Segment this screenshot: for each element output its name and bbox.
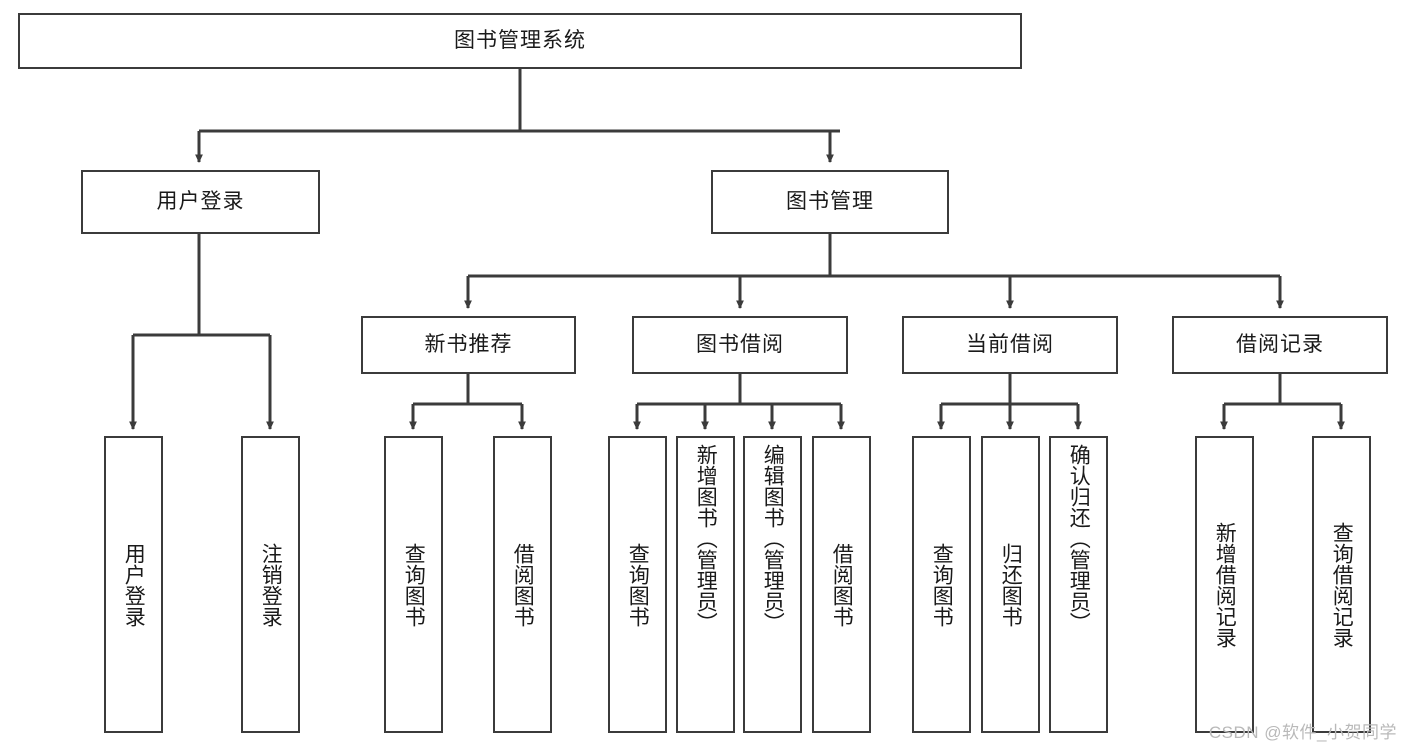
node-leaf-borrow-book-1-label: 借阅图书 xyxy=(511,542,535,627)
node-leaf-query-record-label: 查询借阅记录 xyxy=(1330,521,1354,648)
node-leaf-user-login-label: 用户登录 xyxy=(122,542,146,627)
node-leaf-add-record-label: 新增借阅记录 xyxy=(1213,521,1237,648)
node-leaf-borrow-book-1[interactable]: 借阅图书 xyxy=(493,436,552,733)
node-leaf-add-record[interactable]: 新增借阅记录 xyxy=(1195,436,1254,733)
node-new-book-recommend-label: 新书推荐 xyxy=(424,333,513,357)
node-leaf-query-book-2[interactable]: 查询图书 xyxy=(608,436,667,733)
node-leaf-return-book-label: 归还图书 xyxy=(999,542,1023,627)
node-root[interactable]: 图书管理系统 xyxy=(18,13,1022,69)
node-book-borrow-label: 图书借阅 xyxy=(696,333,784,357)
node-book-borrow[interactable]: 图书借阅 xyxy=(632,316,848,374)
node-leaf-confirm-return-label: 确认归还（管理员） xyxy=(1067,444,1091,633)
node-leaf-borrow-book-2[interactable]: 借阅图书 xyxy=(812,436,871,733)
node-current-borrow-label: 当前借阅 xyxy=(966,333,1054,357)
node-leaf-query-book-2-label: 查询图书 xyxy=(626,542,650,627)
node-leaf-logout[interactable]: 注销登录 xyxy=(241,436,300,733)
node-leaf-query-book-1[interactable]: 查询图书 xyxy=(384,436,443,733)
node-leaf-confirm-return[interactable]: 确认归还（管理员） xyxy=(1049,436,1108,733)
node-leaf-query-record[interactable]: 查询借阅记录 xyxy=(1312,436,1371,733)
node-borrow-record[interactable]: 借阅记录 xyxy=(1172,316,1388,374)
node-borrow-record-label: 借阅记录 xyxy=(1236,333,1324,357)
node-leaf-add-book[interactable]: 新增图书（管理员） xyxy=(676,436,735,733)
node-book-management-label: 图书管理 xyxy=(786,190,874,214)
node-leaf-return-book[interactable]: 归还图书 xyxy=(981,436,1040,733)
node-root-label: 图书管理系统 xyxy=(454,29,586,53)
node-user-login[interactable]: 用户登录 xyxy=(81,170,320,234)
node-leaf-user-login[interactable]: 用户登录 xyxy=(104,436,163,733)
node-leaf-edit-book[interactable]: 编辑图书（管理员） xyxy=(743,436,802,733)
node-leaf-query-book-3-label: 查询图书 xyxy=(930,542,954,627)
node-book-management[interactable]: 图书管理 xyxy=(711,170,949,234)
node-user-login-label: 用户登录 xyxy=(156,190,245,214)
node-leaf-query-book-1-label: 查询图书 xyxy=(402,542,426,627)
node-current-borrow[interactable]: 当前借阅 xyxy=(902,316,1118,374)
node-leaf-add-book-label: 新增图书（管理员） xyxy=(694,444,718,633)
node-new-book-recommend[interactable]: 新书推荐 xyxy=(361,316,576,374)
node-leaf-borrow-book-2-label: 借阅图书 xyxy=(830,542,854,627)
node-leaf-query-book-3[interactable]: 查询图书 xyxy=(912,436,971,733)
node-leaf-logout-label: 注销登录 xyxy=(259,542,283,627)
node-leaf-edit-book-label: 编辑图书（管理员） xyxy=(761,444,785,633)
